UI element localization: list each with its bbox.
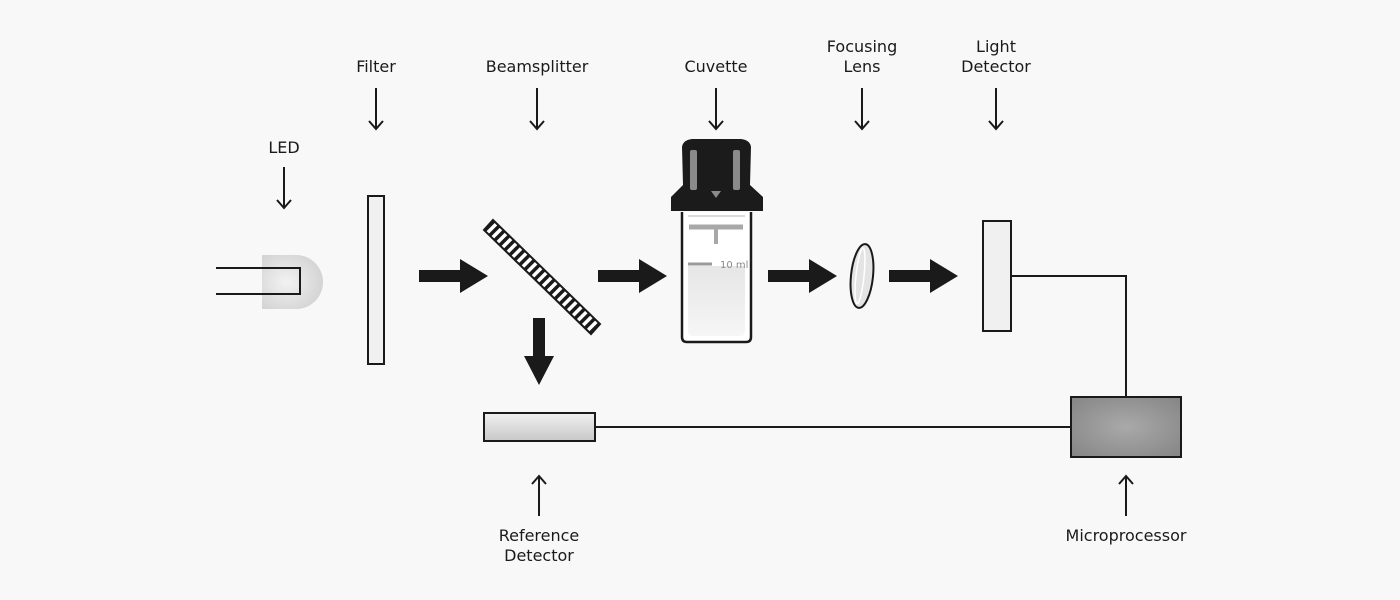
light-detector-label: Light Detector [961, 37, 1031, 76]
cuvette-label: Cuvette [684, 57, 748, 76]
filter-label: Filter [356, 57, 396, 76]
wire-light-detector-to-microprocessor [1011, 275, 1127, 397]
led-icon [216, 255, 323, 309]
beam-arrow-splitter-to-reference [524, 318, 554, 385]
filter-pointer-arrow [368, 88, 384, 131]
cuvette-pointer-arrow [708, 88, 724, 131]
filter-icon [367, 195, 385, 365]
microprocessor-icon [1070, 396, 1182, 458]
led-pointer-arrow [276, 167, 292, 210]
beam-arrow-splitter-to-cuvette [598, 259, 667, 293]
microprocessor-label: Microprocessor [1065, 526, 1187, 545]
microprocessor-pointer-arrow [1118, 474, 1134, 516]
light-detector-icon [982, 220, 1012, 332]
reference-detector-icon [483, 412, 596, 442]
cuvette-volume-text: 10 ml [720, 260, 748, 271]
cuvette-icon: 10 ml [671, 139, 763, 344]
lens-pointer-arrow [854, 88, 870, 131]
beam-arrow-lens-to-detector [889, 259, 958, 293]
beamsplitter-label: Beamsplitter [485, 57, 589, 76]
signal-wires [595, 275, 1127, 428]
beamsplitter-pointer-arrow [529, 88, 545, 131]
beam-arrow-cuvette-to-lens [768, 259, 837, 293]
reference-detector-pointer-arrow [531, 474, 547, 516]
reference-detector-label: Reference Detector [498, 526, 580, 565]
pointer-arrows [276, 88, 1134, 516]
lens-icon [849, 243, 875, 309]
led-label: LED [268, 138, 300, 157]
beam-arrow-filter-to-splitter [419, 259, 488, 293]
beam-arrows [419, 259, 958, 385]
focusing-lens-label: Focusing Lens [826, 37, 898, 76]
beamsplitter-icon [482, 218, 602, 336]
light-detector-pointer-arrow [988, 88, 1004, 131]
